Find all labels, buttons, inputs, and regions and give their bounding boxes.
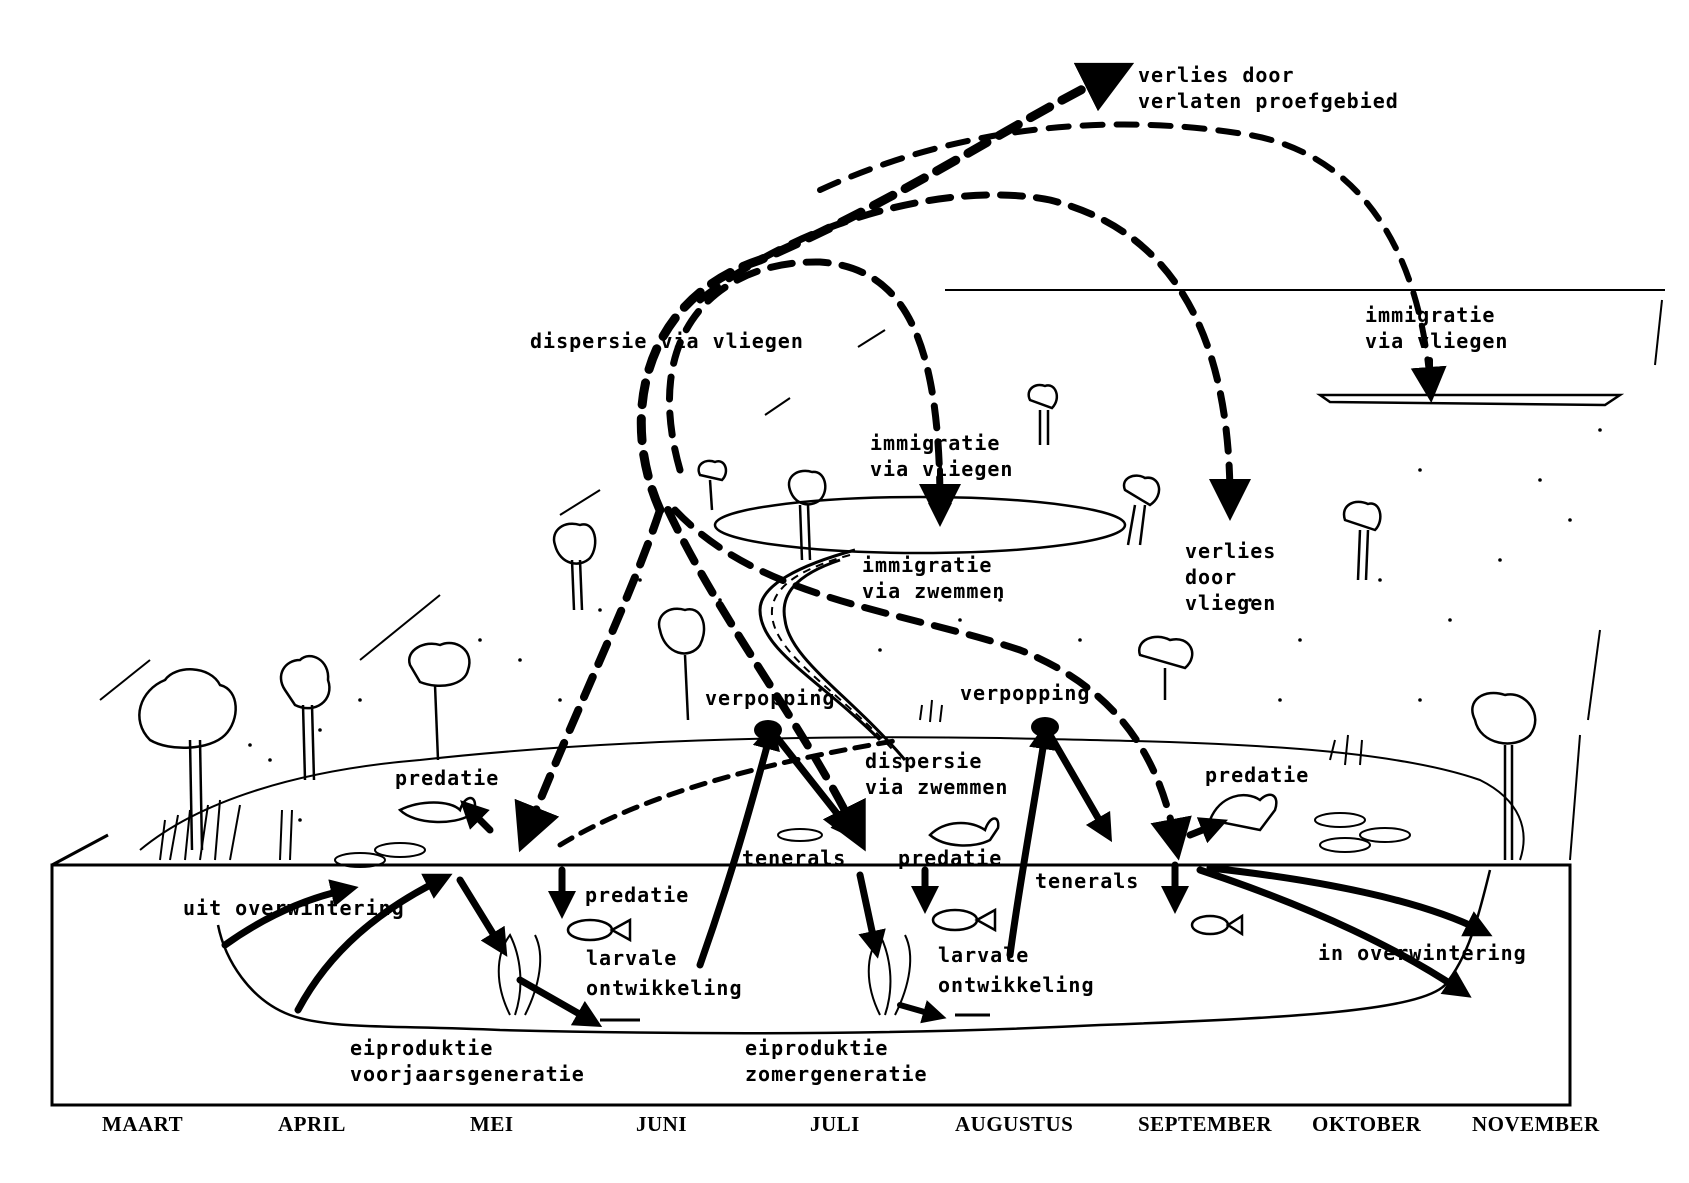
flight-arcs (514, 62, 1447, 861)
label-loss-flying: verlies door vliegen (1185, 539, 1277, 615)
label-predation-2: predatie (585, 883, 690, 907)
label-immigration-flying-right: immigratie via vliegen (1365, 303, 1509, 353)
fish-icon (931, 907, 997, 933)
lifecycle-arrows (221, 357, 1493, 1027)
tree-icon (1138, 635, 1194, 700)
water-lily-icons (334, 812, 1411, 868)
larva-icons (600, 1013, 990, 1022)
tree-icon (1027, 383, 1059, 445)
month-juni: JUNI (636, 1112, 688, 1136)
label-immigration-swimming: immigratie via zwemmen (862, 553, 1006, 603)
label-from-overwintering: uit overwintering (183, 896, 405, 920)
stream (758, 548, 907, 761)
trees (138, 383, 1537, 860)
reeds (159, 699, 1363, 861)
month-mei: MEI (470, 1112, 514, 1136)
distant-pond-center (713, 495, 1127, 555)
tree-icon (138, 668, 237, 851)
label-predation-4: predatie (1205, 763, 1310, 787)
tree-icon (279, 654, 331, 781)
month-juli: JULI (810, 1112, 860, 1136)
label-egg-production-summer: eiproduktie zomergeneratie (745, 1036, 928, 1086)
label-predation-3: predatie (898, 846, 1003, 870)
tree-icon (1122, 474, 1161, 546)
fish-icons (566, 907, 1244, 943)
terrain-stipple (248, 428, 1602, 822)
label-immigration-flying-center: immigratie via vliegen (870, 431, 1014, 481)
submerged-plants (497, 933, 912, 1016)
pond-cross-section-box (50, 289, 1665, 1107)
tree-icon (787, 469, 827, 561)
fish-icon (566, 917, 632, 943)
pond-surface-outline (139, 736, 1525, 861)
tree-icon (552, 522, 597, 611)
tree-icon (657, 607, 706, 721)
tree-icon (1471, 691, 1537, 860)
pupation-site-1 (754, 720, 782, 740)
bird-icon (928, 817, 1000, 847)
bird-icon (397, 796, 477, 824)
month-oktober: OKTOBER (1312, 1112, 1422, 1136)
pupation-site-2 (1031, 717, 1059, 737)
label-dispersal-swimming: dispersie via zwemmen (865, 749, 1009, 799)
month-november: NOVEMBER (1472, 1112, 1600, 1136)
month-april: APRIL (278, 1112, 346, 1136)
fish-icon (1190, 913, 1244, 937)
month-maart: MAART (102, 1112, 184, 1136)
month-september: SEPTEMBER (1138, 1112, 1273, 1136)
tree-icon (697, 459, 728, 511)
distant-pond-right (1316, 393, 1625, 407)
bird-icon (1208, 793, 1278, 832)
tree-icon (1342, 500, 1382, 581)
label-egg-production-spring: eiproduktie voorjaarsgeneratie (350, 1036, 585, 1086)
label-loss-leaving-area: verlies door verlaten proefgebied (1138, 63, 1399, 113)
month-augustus: AUGUSTUS (955, 1112, 1074, 1136)
label-predation-1: predatie (395, 766, 500, 790)
label-larval-development-2: larvale ontwikkeling (938, 943, 1095, 997)
label-pupation-2: verpopping (960, 681, 1091, 705)
label-pupation-1: verpopping (705, 686, 836, 710)
label-larval-development-1: larvale ontwikkeling (586, 946, 743, 1000)
label-dispersal-flying: dispersie via vliegen (530, 329, 804, 353)
label-tenerals-1: tenerals (742, 846, 847, 870)
tree-icon (408, 641, 471, 761)
label-into-overwintering: in overwintering (1318, 941, 1527, 965)
bird-icons (397, 793, 1278, 847)
label-tenerals-2: tenerals (1035, 869, 1140, 893)
